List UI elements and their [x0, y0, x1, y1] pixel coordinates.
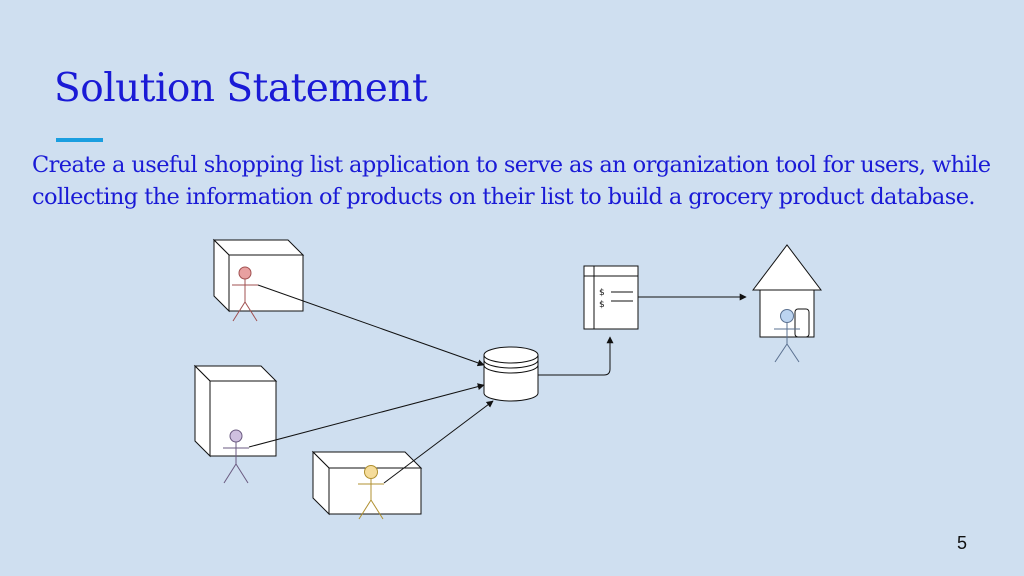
solution-statement-text: Create a useful shopping list applicatio…	[32, 152, 991, 210]
arrow-database-to-receipt	[538, 336, 614, 376]
person-red-icon	[232, 266, 258, 322]
store-box-3	[311, 450, 423, 516]
database-icon	[483, 346, 539, 402]
arrow-store2-to-database	[248, 383, 485, 448]
store-box-2	[193, 364, 278, 458]
person-yellow-icon	[358, 465, 384, 520]
receipt-dollar-1: $	[599, 288, 605, 298]
slide-title: Solution Statement	[54, 66, 428, 111]
arrow-store1-to-database	[257, 284, 485, 367]
page-number: 5	[957, 533, 968, 553]
store-box-1	[212, 238, 305, 313]
arrow-store3-to-database	[383, 400, 494, 484]
title-accent-bar	[56, 138, 103, 142]
receipt-document-icon	[583, 265, 639, 330]
person-blue-icon	[774, 309, 800, 363]
person-purple-icon	[223, 429, 249, 484]
receipt-dollar-2: $	[599, 300, 605, 310]
